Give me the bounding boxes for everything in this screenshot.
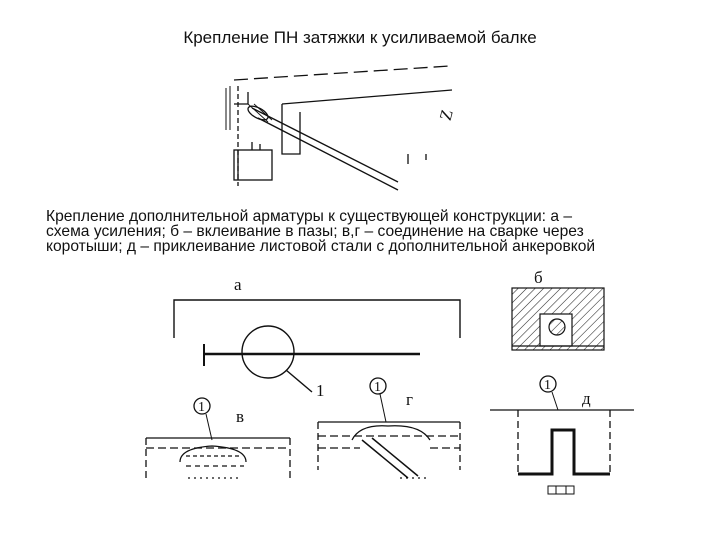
beam-support-block	[281, 104, 301, 155]
tie-rod-upper	[251, 107, 399, 183]
detail-d-anchor-plate	[518, 428, 610, 476]
base-block	[233, 149, 273, 181]
detail-a-beam-outline	[173, 299, 461, 338]
tie-rod-lower	[257, 117, 399, 191]
detail-d-base	[547, 485, 575, 495]
caption-line-2: схема усиления; б – вклеивание в пазы; в…	[46, 223, 584, 240]
page-title: Крепление ПН затяжки к усиливаемой балке	[183, 28, 537, 47]
figure-caption: Крепление дополнительной арматуры к суще…	[46, 208, 696, 255]
tie-rod-anchor	[247, 105, 269, 121]
detail-a-scheme	[173, 299, 461, 393]
detail-v-callout-circle	[193, 397, 211, 415]
beam-bottom-line	[281, 89, 453, 105]
detail-d-label: д	[582, 389, 591, 408]
detail-g-callout-number: 1	[374, 380, 381, 395]
beam-top-dashed-line	[233, 65, 451, 81]
detail-g-inclined-bar-1	[361, 439, 409, 479]
detail-a-leader-line	[285, 369, 313, 393]
top-beam-sketch	[225, 65, 453, 191]
detail-v-short-bar	[179, 445, 247, 463]
detail-d-callout-number: 1	[544, 378, 551, 393]
detail-g-inclined-bar-2	[371, 437, 419, 477]
detail-v-callout-number: 1	[198, 400, 205, 415]
detail-b-groove	[511, 287, 605, 351]
section-marker-z: Z	[436, 107, 457, 122]
detail-v-label: в	[236, 407, 244, 426]
detail-g-short-bar	[351, 425, 431, 441]
detail-a-callout-number: 1	[316, 381, 325, 400]
detail-g-callout-circle	[369, 377, 387, 395]
detail-g-label: г	[406, 390, 413, 409]
detail-b-label: б	[534, 268, 543, 287]
detail-d-sheet-steel	[490, 375, 634, 495]
detail-b-rebar	[548, 318, 566, 336]
detail-g-weld	[317, 377, 461, 479]
detail-d-callout-circle	[539, 375, 557, 393]
caption-line-3: коротыши; д – приклеивание листовой стал…	[46, 238, 596, 255]
detail-a-callout-circle	[241, 325, 295, 379]
caption-line-1: Крепление дополнительной арматуры к суще…	[46, 208, 573, 225]
detail-a-label: а	[234, 275, 242, 294]
detail-v-weld	[145, 397, 291, 479]
